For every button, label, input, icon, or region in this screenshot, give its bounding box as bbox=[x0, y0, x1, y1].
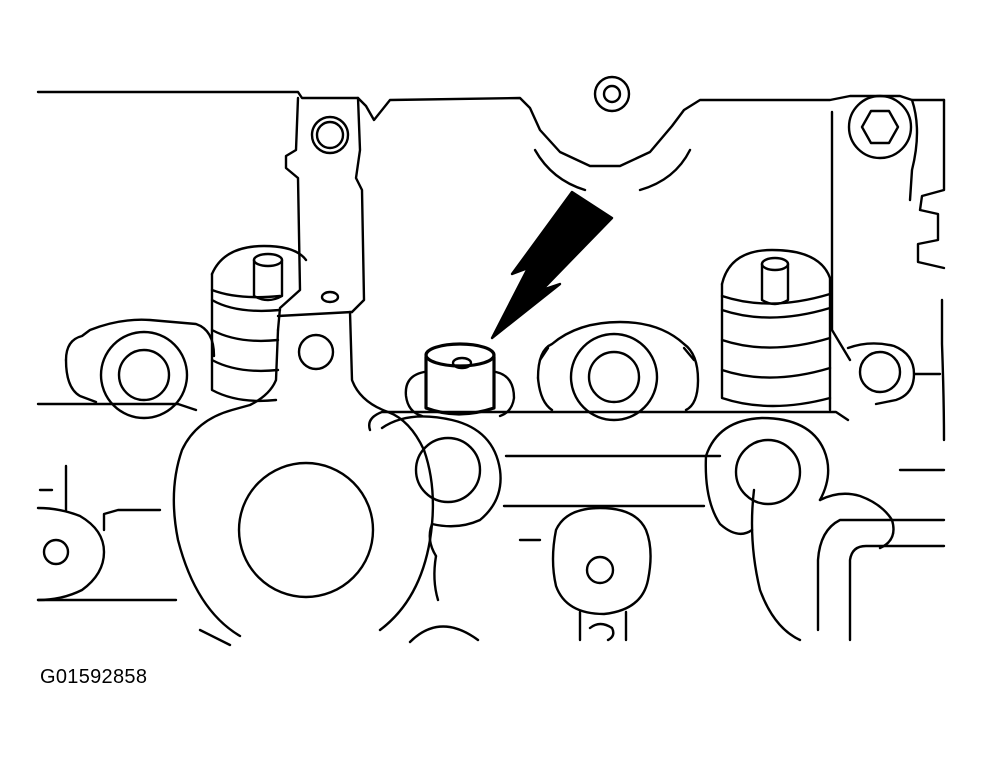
target-oil-control-valve-bore bbox=[404, 342, 516, 418]
left-valve-spring bbox=[210, 244, 308, 403]
center-lower-boss bbox=[551, 506, 652, 642]
right-lower-bore bbox=[704, 416, 895, 642]
left-rocker-boss bbox=[36, 318, 216, 420]
right-boss bbox=[846, 298, 946, 442]
cylinder-head-top-outline bbox=[36, 75, 946, 270]
pointer-arrow bbox=[490, 190, 614, 340]
left-bearing-cap bbox=[276, 96, 366, 371]
left-camshaft-journal bbox=[172, 310, 435, 647]
hex-bolt bbox=[830, 94, 919, 362]
left-lower-bore bbox=[380, 415, 502, 644]
right-corner-housing bbox=[518, 468, 946, 642]
figure-code-label: G01592858 bbox=[40, 666, 148, 688]
right-valve-spring bbox=[720, 248, 832, 412]
center-rocker-boss bbox=[536, 320, 700, 422]
left-edge-boss bbox=[36, 464, 178, 602]
cylinder-head-rail bbox=[368, 410, 850, 508]
